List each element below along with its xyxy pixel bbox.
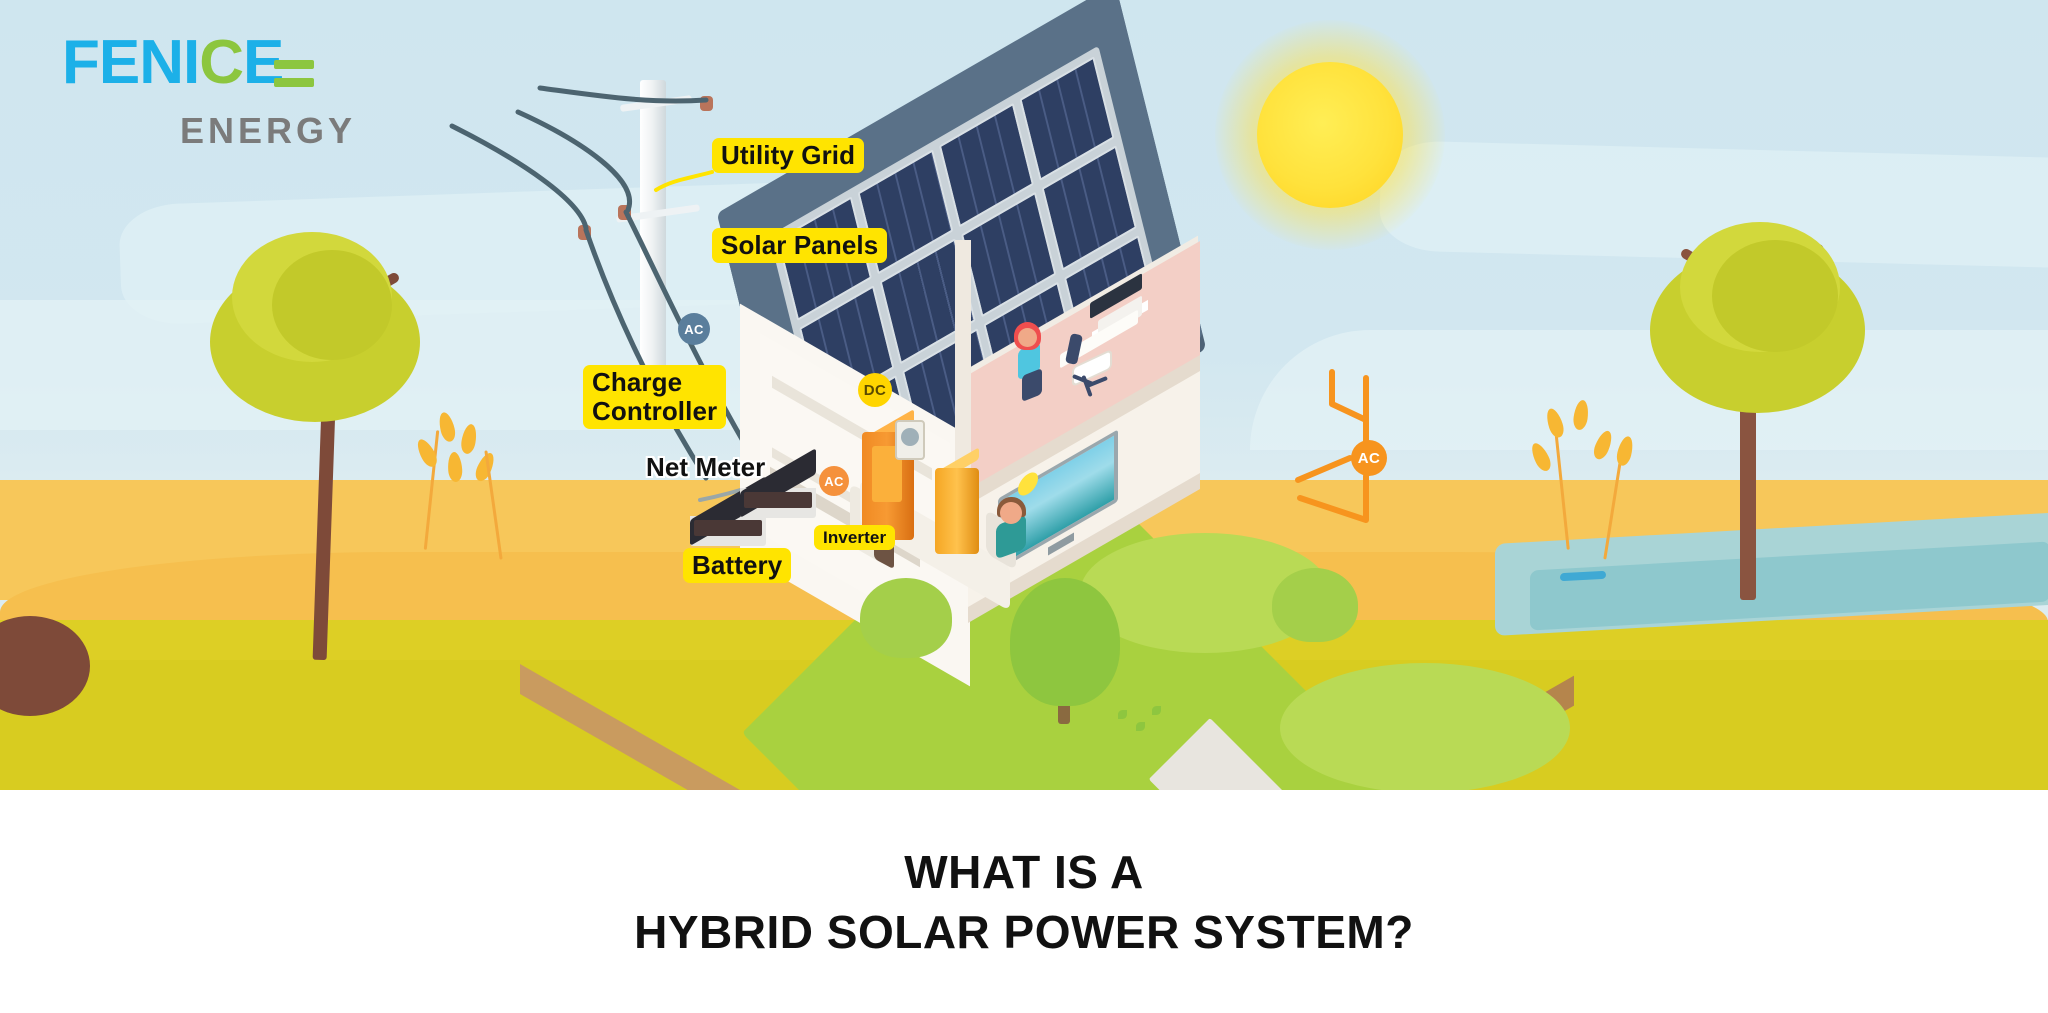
sun-icon: [1257, 62, 1403, 208]
label-battery: Battery: [683, 548, 792, 584]
lawn-plate: [520, 418, 1574, 790]
grass-tuft: [1118, 710, 1127, 719]
label-solar-panels: Solar Panels: [712, 228, 888, 264]
logo-tagline: ENERGY: [180, 110, 357, 151]
label-net-meter: Net Meter: [646, 452, 766, 482]
battery-unit: [690, 476, 766, 546]
label-charge-controller: Charge Controller: [583, 365, 727, 430]
logo-text-feni: FENI: [62, 28, 200, 97]
plug-icon: [274, 48, 344, 94]
utility-pole: [640, 80, 666, 398]
label-utility-grid: Utility Grid: [712, 138, 865, 174]
office-chair-legs: [1072, 370, 1116, 398]
grass-tuft: [1136, 722, 1145, 731]
person-sofa-head: [1000, 502, 1022, 524]
wheat-ear: [446, 451, 464, 483]
badge-ac-grid: AC: [678, 313, 710, 345]
pole-insulator: [578, 225, 591, 240]
net-meter-dial: [901, 428, 919, 446]
horizon-band: [1250, 330, 2048, 450]
solar-system-illustration: AC DC AC AC Utility Grid Solar Panels Ch…: [0, 0, 2048, 790]
logo-text-c: C: [199, 28, 244, 97]
label-inverter: Inverter: [814, 525, 896, 551]
lawn-shrub: [860, 578, 952, 658]
badge-ac-inverter: AC: [819, 466, 849, 496]
lawn-tree-crown: [1010, 578, 1120, 706]
grass-tuft: [1152, 706, 1161, 715]
tree-right-crown: [1712, 240, 1838, 352]
inverter-device: [935, 468, 979, 554]
battery-unit: [740, 448, 816, 518]
battery-terminal-block: [694, 520, 762, 536]
title-banner: WHAT IS A HYBRID SOLAR POWER SYSTEM?: [0, 790, 2048, 1013]
net-meter-device: [895, 420, 925, 460]
title-line-1: WHAT IS A: [904, 845, 1144, 898]
title-line-2: HYBRID SOLAR POWER SYSTEM?: [634, 905, 1414, 958]
battery-terminal-block: [744, 492, 812, 508]
plug-prong-bottom: [274, 78, 314, 87]
lawn-shrub: [1272, 568, 1358, 642]
pole-insulator: [618, 205, 631, 220]
badge-ac-house: AC: [1351, 440, 1387, 476]
plug-prong-top: [274, 60, 314, 69]
lawn-patch: [1280, 663, 1570, 790]
badge-dc-roof: DC: [858, 373, 892, 407]
person-upper-floor-head: [1018, 328, 1037, 347]
tree-left-crown: [272, 250, 392, 360]
